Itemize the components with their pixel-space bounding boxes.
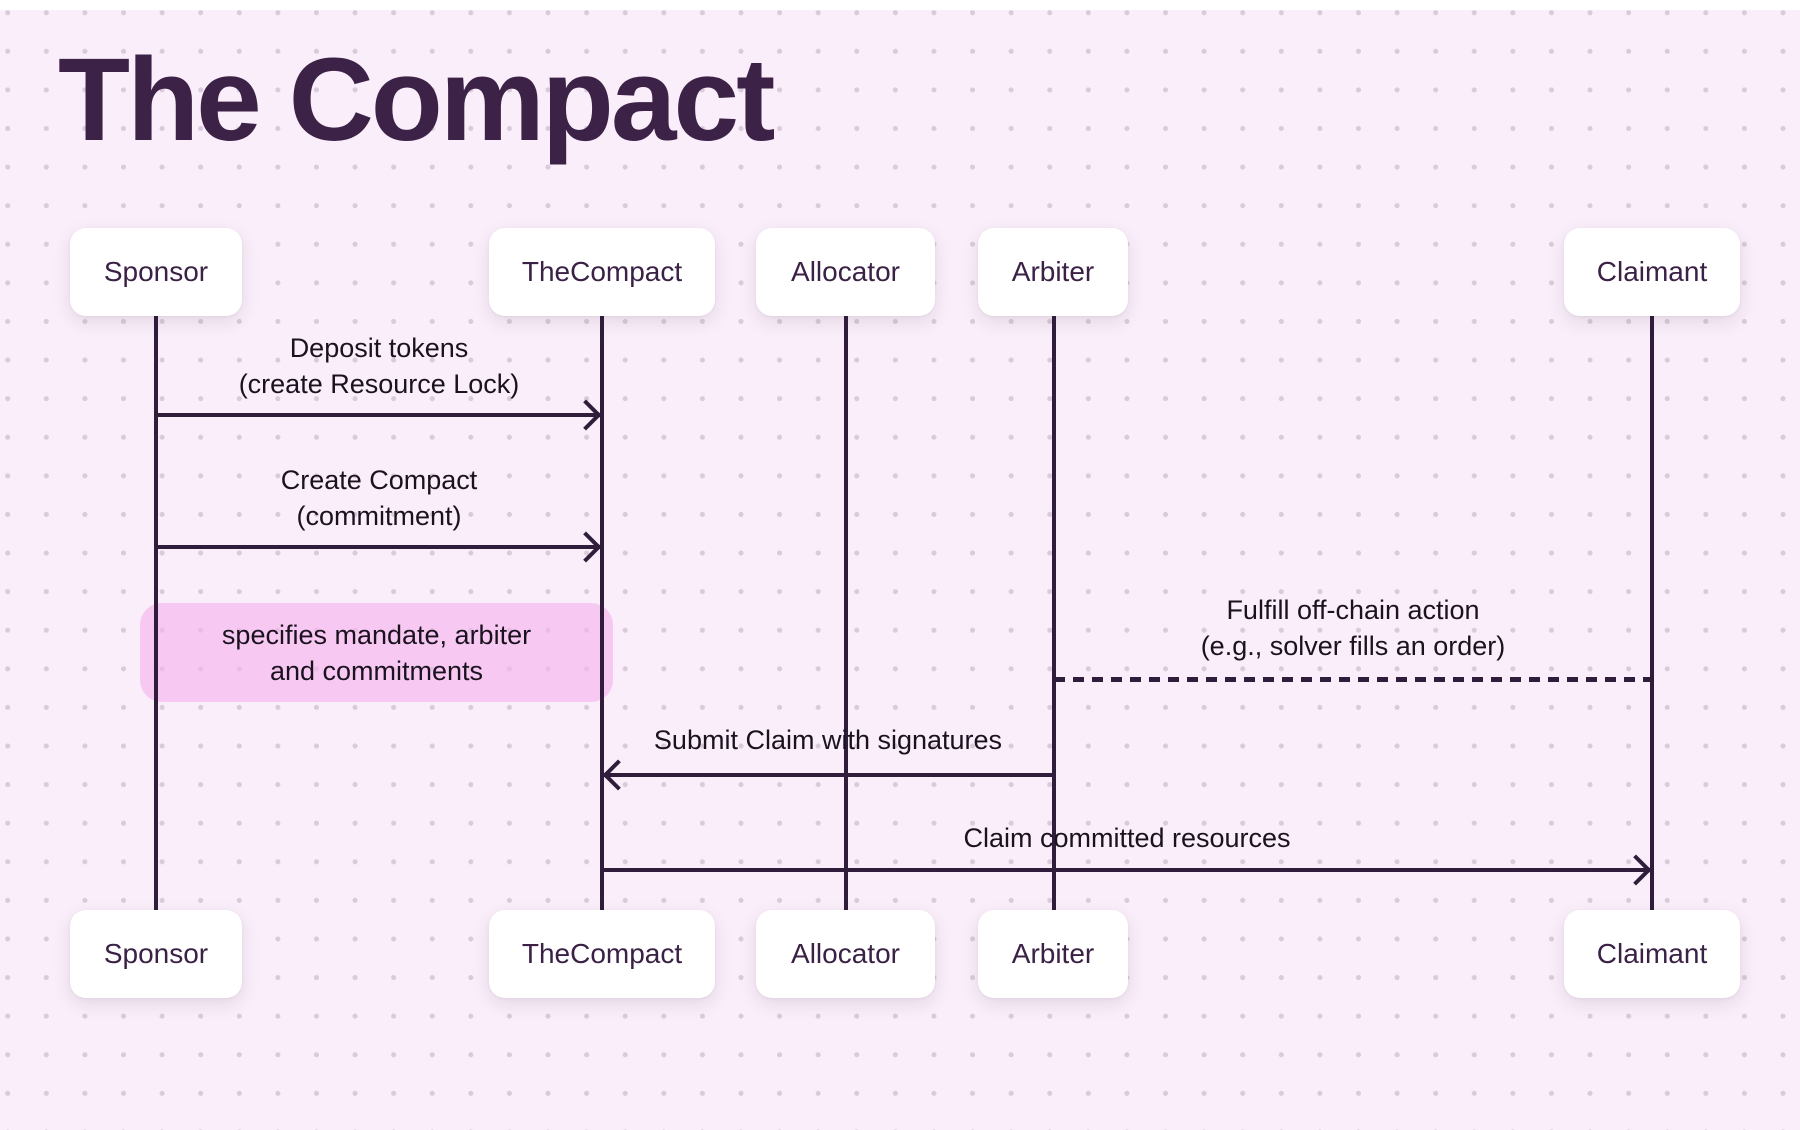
message-2-arrowhead-right-icon bbox=[570, 531, 602, 563]
actor-label-allocator-top: Allocator bbox=[791, 256, 900, 287]
actor-label-allocator-bottom: Allocator bbox=[791, 938, 900, 969]
note-line2: and commitments bbox=[269, 655, 484, 686]
actor-box-arbiter-bottom: Arbiter bbox=[978, 910, 1128, 998]
message-3-label: Fulfill off-chain action (e.g., solver f… bbox=[1103, 592, 1603, 664]
actor-box-claimant-top: Claimant bbox=[1564, 228, 1740, 316]
actor-label-sponsor-top: Sponsor bbox=[103, 256, 209, 287]
actor-box-claimant-bottom: Claimant bbox=[1564, 910, 1740, 998]
message-5-arrowhead-right-icon bbox=[1620, 854, 1652, 886]
top-white-strip bbox=[0, 0, 1800, 10]
actor-label-thecompact-bottom: TheCompact bbox=[521, 938, 683, 969]
lifeline-allocator bbox=[844, 316, 848, 910]
actor-label-arbiter-top: Arbiter bbox=[1011, 256, 1095, 287]
message-4-arrow-line bbox=[602, 773, 1054, 777]
message-1-label: Deposit tokens (create Resource Lock) bbox=[129, 330, 629, 402]
note-box: specifies mandate, arbiter and commitmen… bbox=[140, 603, 613, 702]
lifeline-arbiter bbox=[1052, 316, 1056, 910]
message-3-line1: Fulfill off-chain action bbox=[1226, 595, 1480, 625]
message-2-line2: (commitment) bbox=[296, 501, 462, 531]
lifeline-thecompact bbox=[600, 316, 604, 910]
message-1-arrowhead-right-icon bbox=[570, 399, 602, 431]
message-2-arrow-line bbox=[156, 545, 602, 549]
message-2-line1: Create Compact bbox=[280, 465, 478, 495]
message-5-arrow-line bbox=[602, 868, 1652, 872]
message-1-arrow-line bbox=[156, 413, 602, 417]
actor-box-sponsor-top: Sponsor bbox=[70, 228, 242, 316]
actor-label-thecompact-top: TheCompact bbox=[521, 256, 683, 287]
actor-label-claimant-bottom: Claimant bbox=[1596, 938, 1708, 969]
actor-label-claimant-top: Claimant bbox=[1596, 256, 1708, 287]
message-5-line1: Claim committed resources bbox=[963, 823, 1291, 853]
message-3-line2: (e.g., solver fills an order) bbox=[1200, 631, 1506, 661]
actor-box-allocator-top: Allocator bbox=[756, 228, 935, 316]
actor-box-thecompact-bottom: TheCompact bbox=[489, 910, 715, 998]
actor-box-thecompact-top: TheCompact bbox=[489, 228, 715, 316]
message-4-arrowhead-left-icon bbox=[602, 759, 634, 791]
lifeline-sponsor bbox=[154, 316, 158, 910]
message-4-line1: Submit Claim with signatures bbox=[653, 725, 1003, 755]
actor-box-arbiter-top: Arbiter bbox=[978, 228, 1128, 316]
message-1-line1: Deposit tokens bbox=[289, 333, 469, 363]
actor-label-arbiter-bottom: Arbiter bbox=[1011, 938, 1095, 969]
note-line1: specifies mandate, arbiter bbox=[221, 619, 532, 650]
message-5-label: Claim committed resources bbox=[877, 820, 1377, 856]
actor-box-allocator-bottom: Allocator bbox=[756, 910, 935, 998]
page-title: The Compact bbox=[58, 34, 775, 166]
actor-label-sponsor-bottom: Sponsor bbox=[103, 938, 209, 969]
lifeline-claimant bbox=[1650, 316, 1654, 910]
message-2-label: Create Compact (commitment) bbox=[129, 462, 629, 534]
actor-box-sponsor-bottom: Sponsor bbox=[70, 910, 242, 998]
message-1-line2: (create Resource Lock) bbox=[238, 369, 520, 399]
message-3-dashed-line bbox=[1054, 677, 1652, 682]
message-4-label: Submit Claim with signatures bbox=[578, 722, 1078, 758]
